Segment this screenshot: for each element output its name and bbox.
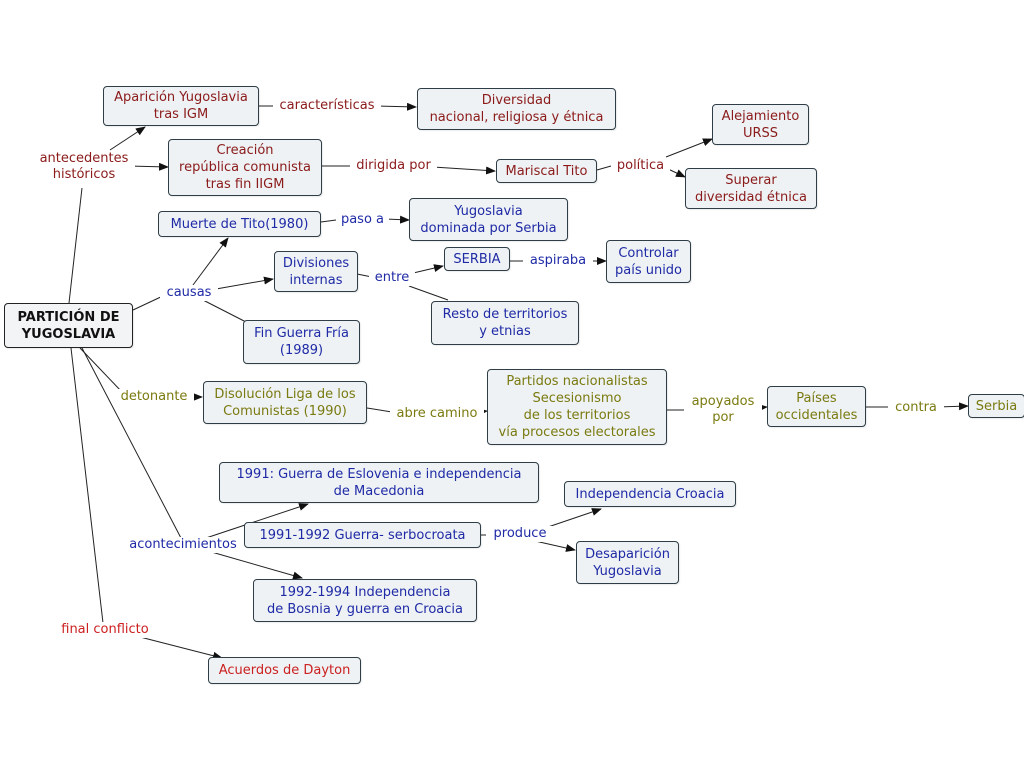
label-caracteristicas: características (273, 98, 381, 114)
link-root-final (70, 347, 104, 624)
link-dirigida-tito (432, 166, 496, 175)
node-aparicion-yugoslavia[interactable]: Aparición Yugoslavia tras IGM (103, 86, 259, 126)
link-produce-croacia (547, 508, 602, 528)
node-alejamiento-urss[interactable]: Alejamiento URSS (712, 104, 809, 145)
node-serbia-upper[interactable]: SERBIA (444, 247, 510, 271)
link-tito-politica (596, 165, 612, 171)
link-produce-desaparicion (534, 540, 576, 552)
node-muerte-tito[interactable]: Muerte de Tito(1980) (158, 211, 321, 237)
node-guerra-eslovenia[interactable]: 1991: Guerra de Eslovenia e independenci… (219, 462, 539, 503)
node-partidos-nacionalistas[interactable]: Partidos nacionalistas Secesionismo de l… (487, 369, 667, 445)
label-aspiraba: aspiraba (523, 253, 593, 269)
root-node[interactable]: PARTICIÓN DE YUGOSLAVIA (4, 303, 133, 348)
link-causas-muerte (192, 237, 229, 286)
node-resto-territorios[interactable]: Resto de territorios y etnias (431, 301, 579, 345)
link-root-detonante (79, 347, 123, 393)
link-entre-resto (408, 285, 449, 301)
link-causas-fin (202, 299, 247, 323)
label-antecedentes-historicos: antecedentes históricos (33, 151, 135, 183)
node-yugoslavia-dominada[interactable]: Yugoslavia dominada por Serbia (409, 198, 568, 241)
link-caracteristicas-diversidad (376, 102, 417, 111)
label-produce: produce (486, 526, 554, 542)
label-entre: entre (369, 270, 415, 286)
link-politica-alejamiento (665, 138, 713, 158)
link-root-causas (132, 294, 166, 311)
label-abre-camino: abre camino (390, 406, 484, 422)
node-divisiones-internas[interactable]: Divisiones internas (274, 251, 358, 292)
link-root-acontecimientos (81, 347, 183, 541)
node-acuerdos-dayton[interactable]: Acuerdos de Dayton (208, 657, 361, 684)
link-acontecimientos-bosnia (207, 550, 303, 580)
label-paso-a: paso a (336, 212, 389, 228)
label-final-conflicto: final conflicto (53, 622, 157, 638)
label-detonante: detonante (114, 389, 194, 405)
link-acontecimientos-eslovenia (205, 503, 309, 539)
node-controlar-pais[interactable]: Controlar país unido (606, 240, 691, 283)
node-superar-diversidad[interactable]: Superar diversidad étnica (685, 168, 817, 209)
link-causas-divisiones (215, 276, 274, 290)
node-fin-guerra-fria[interactable]: Fin Guerra Fría (1989) (243, 320, 360, 364)
label-acontecimientos: acontecimientos (120, 537, 246, 553)
link-disolucion-abre (366, 407, 393, 413)
label-causas: causas (160, 285, 218, 301)
label-apoyados-por: apoyados por (684, 394, 762, 426)
node-mariscal-tito[interactable]: Mariscal Tito (496, 159, 597, 183)
link-root-antecedentes (68, 187, 83, 304)
node-guerra-serbocroata[interactable]: 1991-1992 Guerra- serbocroata (244, 522, 481, 548)
link-paso-dominada (384, 215, 410, 224)
link-muerte-paso (320, 219, 337, 223)
node-independencia-bosnia[interactable]: 1992-1994 Independencia de Bosnia y guer… (253, 579, 477, 622)
node-creacion-republica[interactable]: Creación república comunista tras fin II… (168, 139, 322, 196)
label-contra: contra (888, 400, 944, 416)
link-final-dayton (139, 636, 223, 660)
label-politica: política (611, 158, 670, 174)
label-dirigida-por: dirigida por (350, 158, 437, 174)
node-independencia-croacia[interactable]: Independencia Croacia (564, 481, 736, 507)
node-serbia[interactable]: Serbia (968, 394, 1024, 418)
link-antecedentes-aparicion (109, 126, 146, 151)
node-desaparicion-yugoslavia[interactable]: Desaparición Yugoslavia (576, 541, 679, 584)
node-paises-occidentales[interactable]: Países occidentales (767, 386, 866, 427)
node-diversidad[interactable]: Diversidad nacional, religiosa y étnica (417, 88, 616, 130)
node-disolucion-liga[interactable]: Disolución Liga de los Comunistas (1990) (203, 381, 367, 424)
